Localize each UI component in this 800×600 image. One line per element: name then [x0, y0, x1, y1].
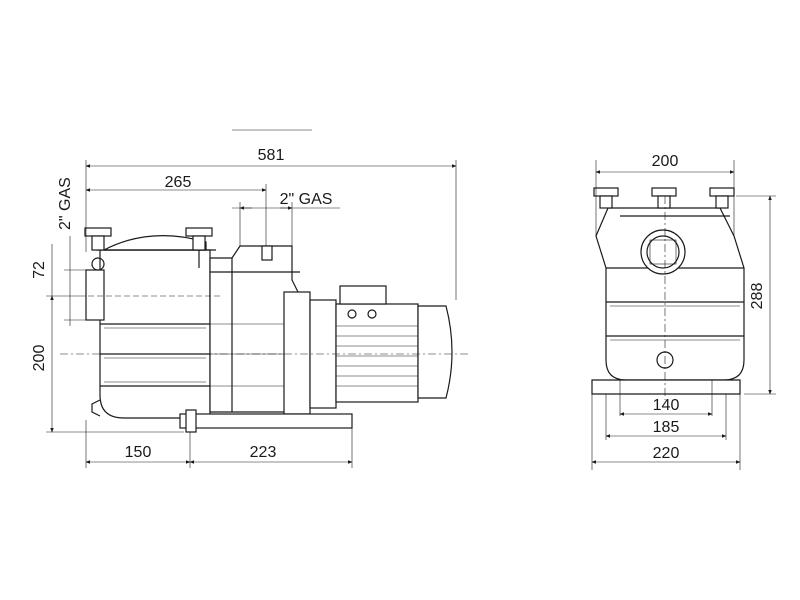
- pump-volute: [209, 245, 301, 413]
- dim-foot-span: 223: [250, 444, 277, 461]
- terminal-box: [339, 285, 387, 305]
- front-knob-right: [709, 187, 735, 209]
- dim-front-height: 288: [749, 283, 766, 310]
- fan-cover: [417, 305, 453, 399]
- side-dimensions: 581 265 2" GAS 2" GAS 72 200 150 223: [31, 129, 457, 468]
- dim-outlet-thread: 2" GAS: [280, 191, 333, 208]
- motor-body: [335, 303, 419, 403]
- dim-foot-offset: 150: [125, 444, 152, 461]
- lid-knob-right: [185, 227, 213, 268]
- front-knob-center: [651, 187, 677, 209]
- dim-foot-inner: 140: [653, 397, 680, 414]
- front-dimensions: 200 288 140 185 220: [591, 153, 776, 470]
- dim-axis-height: 200: [31, 345, 48, 372]
- dim-foot-outer: 220: [653, 445, 680, 462]
- front-knob-left: [593, 187, 619, 209]
- dim-overall-length: 581: [258, 147, 285, 164]
- motor-flange: [283, 291, 311, 415]
- lid-knob-left: [84, 227, 112, 251]
- dim-inlet-offset: 265: [165, 174, 192, 191]
- dim-inlet-height: 72: [31, 261, 48, 279]
- side-view: [60, 227, 470, 433]
- strainer-housing: [85, 235, 216, 419]
- base-plate: [179, 409, 353, 433]
- front-view: [591, 187, 745, 400]
- dim-inlet-thread: 2" GAS: [57, 177, 74, 230]
- dim-front-width: 200: [652, 153, 679, 170]
- dim-foot-mid: 185: [653, 419, 680, 436]
